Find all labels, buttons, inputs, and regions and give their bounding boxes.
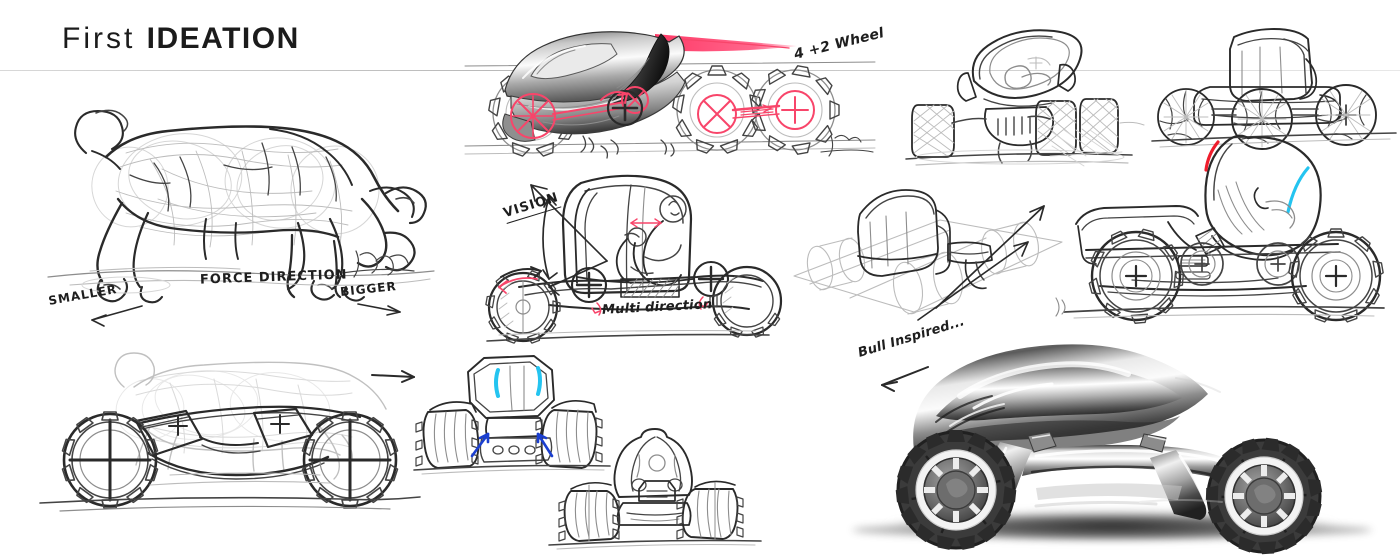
sketch-front-view-lights xyxy=(412,352,612,477)
red-leading-edge xyxy=(1204,140,1220,172)
hero-motion-smudge xyxy=(1034,377,1223,508)
page-title-light: First xyxy=(62,22,147,55)
ghost-bull xyxy=(114,352,387,480)
wheel-front-big xyxy=(1088,228,1184,324)
wheel-rear-big xyxy=(1288,228,1384,323)
bull-ground-shadow xyxy=(47,266,435,294)
axle-left xyxy=(951,117,987,124)
sketch-cockpit-vision xyxy=(485,165,783,345)
artist-signature xyxy=(341,250,415,278)
annotation-bigger-arrow xyxy=(357,303,401,316)
cyan-light-right xyxy=(536,366,542,396)
rotation-arrow-icon xyxy=(600,91,628,104)
annotation-smaller-arrow xyxy=(91,305,143,327)
cyan-accent-stripe xyxy=(1286,166,1310,214)
axle-diagram-rear xyxy=(697,90,815,134)
wheel-front-right xyxy=(535,399,603,469)
direction-arrow-icon xyxy=(371,370,415,383)
ground-line xyxy=(486,333,770,342)
sketch-bull-hero xyxy=(30,95,440,304)
cabin-volume xyxy=(857,189,993,290)
ground-line-soft xyxy=(1073,313,1375,319)
direction-arrow-main xyxy=(935,205,1045,309)
wheel-2 xyxy=(1231,88,1293,150)
annotation-bull-inspired-arrow xyxy=(881,366,929,392)
wheel-mid-1 xyxy=(1180,242,1224,286)
sketch-six-wheel-chassis xyxy=(1150,15,1398,155)
sketch-bull-chassis-overlay xyxy=(30,335,430,525)
vision-arrows xyxy=(530,184,608,296)
ground-line xyxy=(1151,132,1397,142)
wheel-rear-right xyxy=(301,411,399,509)
hub-rotation-indicators xyxy=(591,296,709,316)
wheel-left-front xyxy=(911,104,955,158)
ground-line xyxy=(413,464,611,471)
bull-underdrawing xyxy=(91,133,380,248)
wheel-front-left xyxy=(415,401,480,469)
wheel-left xyxy=(485,270,561,344)
sketch-rendered-side-red xyxy=(464,18,876,173)
sketch-side-view-accents xyxy=(1049,129,1395,325)
wheel-rear-right xyxy=(676,480,744,540)
ground-line xyxy=(1063,305,1385,313)
hero-wheel-front xyxy=(895,430,1017,550)
sketch-hero-render xyxy=(840,330,1390,555)
rendered-body xyxy=(502,31,686,142)
cabin-pod xyxy=(1204,134,1322,261)
ground-shadow xyxy=(905,121,1145,166)
hub-left xyxy=(570,266,608,304)
bull-contour xyxy=(74,109,427,304)
rear-hull xyxy=(613,428,693,526)
chassis-structure xyxy=(134,405,362,480)
ground-line xyxy=(548,539,762,546)
fascia-lamps xyxy=(492,445,536,455)
sketch-rear-view xyxy=(545,425,765,553)
small-scribble xyxy=(1055,297,1066,317)
steering-arrows xyxy=(498,266,542,294)
overlay-ground xyxy=(39,472,421,512)
cabin-box xyxy=(1229,28,1318,102)
wheel-rear-left xyxy=(558,481,621,542)
front-cabin xyxy=(467,355,555,419)
ground-line-soft xyxy=(556,543,756,550)
canopy-cabin xyxy=(956,29,1083,147)
direction-arrow-secondary xyxy=(917,241,1029,321)
loose-detail-scribbles xyxy=(580,135,675,159)
ghost-wheel-cylinders xyxy=(806,221,1039,315)
board-header: First IDEATION xyxy=(0,0,1400,72)
sketch-three-quarter-canopy xyxy=(900,25,1145,170)
axle-stub-1 xyxy=(1211,108,1237,116)
axle-stub-2 xyxy=(1291,108,1319,116)
page-title-bold: IDEATION xyxy=(146,22,300,55)
header-divider xyxy=(0,70,1400,71)
ground-line-soft xyxy=(498,329,756,336)
hero-wheel-rear xyxy=(1205,437,1323,555)
blue-suspension-arrows xyxy=(470,432,554,458)
cyan-light-left xyxy=(494,368,500,398)
axle-right xyxy=(1027,115,1051,120)
axle-diagram-front xyxy=(510,86,649,139)
ground-plane xyxy=(793,219,1063,313)
tire-lugs xyxy=(535,417,603,465)
wheel-front-left xyxy=(61,411,159,509)
hub-right xyxy=(692,260,730,298)
artist-signature xyxy=(820,134,874,157)
ground-line-soft xyxy=(1159,138,1391,148)
hero-body xyxy=(913,344,1232,520)
faint-grid xyxy=(1049,129,1123,167)
ghost-wheel-rear-a xyxy=(672,65,762,154)
wheel-1 xyxy=(1157,88,1215,146)
page-title: First IDEATION xyxy=(62,24,300,54)
driver-figure xyxy=(615,195,687,287)
pivot-hub-center xyxy=(606,89,644,127)
ground-line-soft xyxy=(421,468,605,475)
wheel-right xyxy=(709,265,783,338)
sketch-perspective-grid xyxy=(790,180,1065,325)
